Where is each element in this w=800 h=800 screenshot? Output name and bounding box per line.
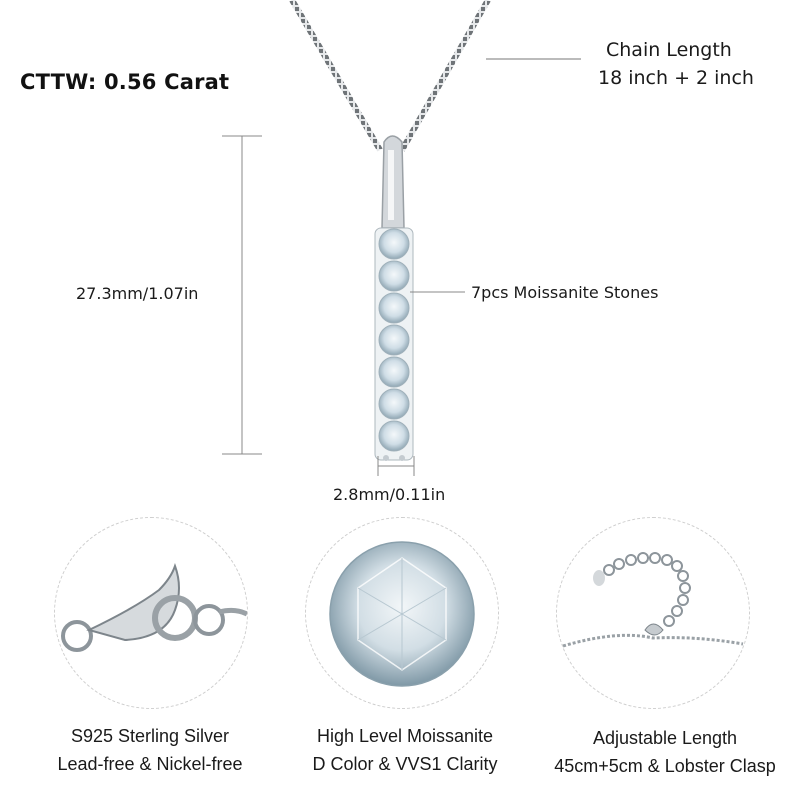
moissanite-stones-column xyxy=(374,227,414,461)
feature-circle-gem xyxy=(305,517,499,709)
feature-length-line1: Adjustable Length xyxy=(592,728,738,748)
feature-moissanite-line1: High Level Moissanite xyxy=(316,726,494,746)
chain-length-label: Chain Length 18 inch + 2 inch xyxy=(598,36,754,92)
pendant-height-label: 27.3mm/1.07in xyxy=(76,284,199,303)
feature-silver-line2: Lead-free & Nickel-free xyxy=(57,754,243,774)
stones-count-label: 7pcs Moissanite Stones xyxy=(471,283,659,302)
feature-length-line2: 45cm+5cm & Lobster Clasp xyxy=(554,756,776,776)
feature-circle-clasp xyxy=(54,517,249,709)
chain-length-title: Chain Length xyxy=(606,39,732,61)
chain-right-strand xyxy=(399,0,491,152)
feature-caption-moissanite: High Level Moissanite D Color & VVS1 Cla… xyxy=(280,722,530,778)
adjustable-chain-icon xyxy=(562,552,744,648)
feature-caption-length: Adjustable Length 45cm+5cm & Lobster Cla… xyxy=(530,724,800,780)
moissanite-gem-icon xyxy=(329,541,475,687)
feature-silver-line1: S925 Sterling Silver xyxy=(70,726,230,746)
chain-left-strand xyxy=(289,0,383,152)
feature-moissanite-line2: D Color & VVS1 Clarity xyxy=(312,754,498,774)
chain-length-value: 18 inch + 2 inch xyxy=(598,67,754,89)
feature-circle-adjustable xyxy=(556,517,750,709)
pendant-width-label: 2.8mm/0.11in xyxy=(333,485,446,504)
feature-caption-silver: S925 Sterling Silver Lead-free & Nickel-… xyxy=(20,722,280,778)
carat-weight-title: CTTW: 0.56 Carat xyxy=(20,70,230,94)
lobster-clasp-icon xyxy=(61,562,249,652)
